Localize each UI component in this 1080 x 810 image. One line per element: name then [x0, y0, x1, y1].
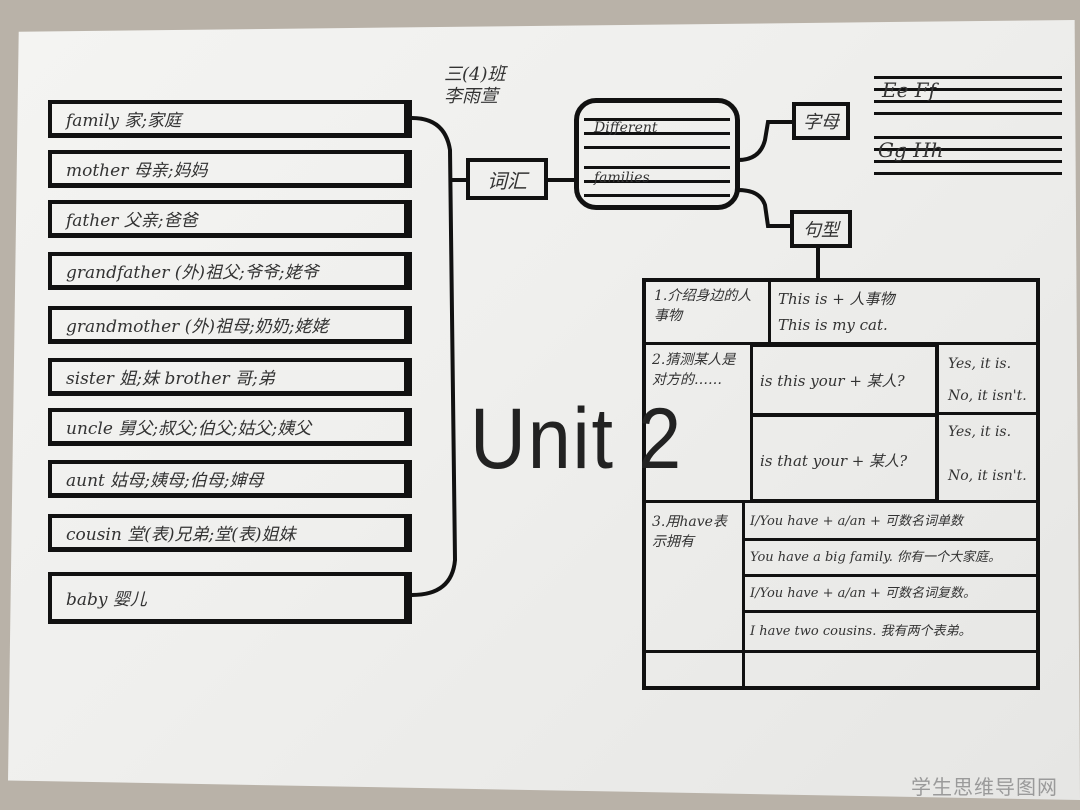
- center-line: [584, 180, 730, 183]
- s2-q1: is this your + 某人?: [760, 372, 905, 390]
- vocab-item: cousin 堂(表)兄弟;堂(表)姐妹: [48, 514, 412, 552]
- table-divider: [744, 610, 1040, 613]
- letters-row2: Gg Hh: [878, 138, 944, 162]
- letters-node: 字母: [792, 102, 850, 140]
- table-divider: [744, 574, 1040, 577]
- s1-pattern: This is + 人事物: [778, 290, 895, 308]
- letters-node-label: 字母: [803, 112, 839, 133]
- sentence-node-label: 句型: [803, 220, 839, 241]
- table-divider: [644, 650, 1040, 653]
- vocab-item: family 家;家庭: [48, 100, 412, 138]
- vocab-item: aunt 姑母;姨母;伯母;婶母: [48, 460, 412, 498]
- vocab-item: father 父亲;爸爸: [48, 200, 412, 238]
- author-class: 三(4)班: [444, 64, 506, 85]
- answer-yes-1: Yes, it is.: [948, 356, 1012, 372]
- s3-row3: I/You have + a/an + 可数名词复数。: [750, 586, 977, 601]
- vocab-item: uncle 舅父;叔父;伯父;姑父;姨父: [48, 408, 412, 446]
- center-node-line1: Different: [594, 120, 658, 136]
- center-line: [584, 146, 730, 149]
- answer-yes-2: Yes, it is.: [948, 424, 1012, 440]
- table-divider: [744, 538, 1040, 541]
- letter-guide-line: [874, 136, 1062, 139]
- s3-label: 3.用have表示拥有: [652, 514, 727, 550]
- center-line: [584, 118, 730, 121]
- vocab-node: 词汇: [466, 158, 548, 200]
- watermark: 学生思维导图网: [911, 775, 1058, 799]
- letter-guide-line: [874, 160, 1062, 163]
- center-line: [584, 166, 730, 169]
- vocab-item: baby 婴儿: [48, 572, 412, 624]
- table-divider: [768, 280, 771, 344]
- letters-row1: Ee Ff: [882, 78, 937, 102]
- s3-row1: I/You have + a/an + 可数名词单数: [750, 514, 964, 529]
- answer-no-2: No, it isn't.: [948, 468, 1027, 484]
- center-node: [574, 98, 740, 210]
- table-divider: [644, 342, 1038, 345]
- center-line: [584, 194, 730, 197]
- vocab-item: grandfather (外)祖父;爷爷;姥爷: [48, 252, 412, 290]
- author-name: 李雨萱: [444, 86, 498, 107]
- s3-row4: I have two cousins. 我有两个表弟。: [750, 624, 972, 639]
- vocab-item: mother 母亲;妈妈: [48, 150, 412, 188]
- vocab-node-label: 词汇: [487, 168, 527, 193]
- sentence-table: [642, 278, 1040, 690]
- table-divider: [644, 500, 1038, 503]
- vocab-item: sister 姐;妹 brother 哥;弟: [48, 358, 412, 396]
- letter-guide-line: [874, 172, 1062, 175]
- letter-guide-line: [874, 100, 1062, 103]
- letter-guide-line: [874, 148, 1062, 151]
- center-node-line2: families: [594, 170, 650, 186]
- letter-guide-line: [874, 88, 1062, 91]
- table-divider: [936, 344, 939, 502]
- answer-no-1: No, it isn't.: [948, 388, 1027, 404]
- table-divider: [742, 502, 745, 690]
- center-line: [584, 132, 730, 135]
- vocab-item: grandmother (外)祖母;奶奶;姥姥: [48, 306, 412, 344]
- letter-guide-line: [874, 112, 1062, 115]
- s1-example: This is my cat.: [778, 316, 888, 334]
- unit-title: Unit 2: [470, 391, 684, 487]
- letter-guide-line: [874, 76, 1062, 79]
- s2-label: 2.猜测某人是对方的……: [652, 352, 736, 388]
- s1-label: 1.介绍身边的人事物: [654, 288, 752, 324]
- s2-q2: is that your + 某人?: [760, 452, 908, 470]
- s3-row2: You have a big family. 你有一个大家庭。: [750, 550, 1001, 565]
- table-divider: [936, 412, 1040, 415]
- sentence-node: 句型: [790, 210, 852, 248]
